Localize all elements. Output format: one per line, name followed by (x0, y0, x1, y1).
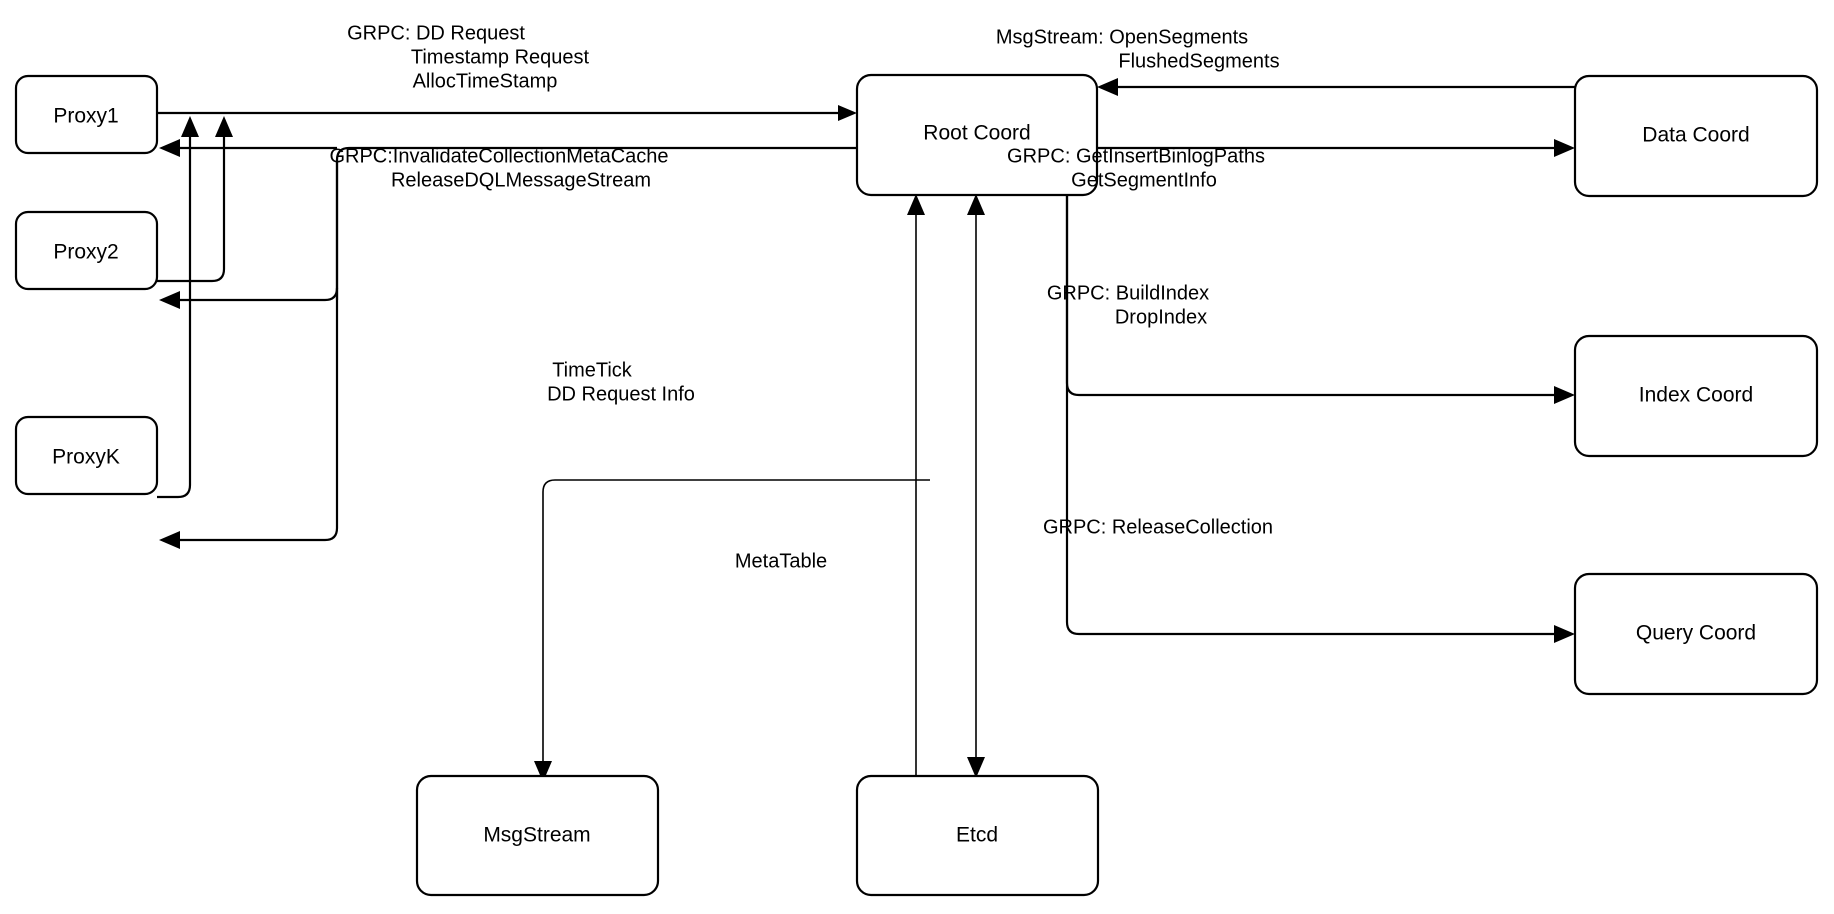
arrow-head-icon (1554, 139, 1575, 157)
arrow-head-icon (1554, 386, 1575, 404)
edge-label-rootcoord-to-indexcoord: GRPC: BuildIndex DropIndex (1047, 282, 1209, 328)
arrow-head-icon (1097, 78, 1118, 96)
node-label: Query Coord (1636, 622, 1756, 645)
arrow-head-icon (1554, 625, 1575, 643)
label-line-1: GRPC: DD Request (347, 22, 525, 44)
edge-rootcoord-to-etcd (967, 194, 985, 778)
edge-rootcoord-to-proxies (159, 139, 857, 549)
edge-line (1065, 170, 1564, 636)
arrow-head-icon-proxy1 (159, 139, 180, 157)
edge-branch-to-proxy2 (177, 160, 339, 302)
edge-label-proxy-to-rootcoord: GRPC: DD Request Timestamp Request Alloc… (347, 22, 589, 92)
label-line-1: MsgStream: OpenSegments (996, 26, 1248, 48)
edge-proxy2-to-rail (157, 116, 233, 283)
node-label: Root Coord (923, 122, 1030, 145)
node-box[interactable] (14, 415, 159, 496)
label-line-1: GRPC: ReleaseCollection (1043, 516, 1273, 538)
edge-proxyk-to-rail (157, 116, 199, 499)
edge-label-datacoord-to-rootcoord: MsgStream: OpenSegments FlushedSegments (996, 26, 1280, 72)
label-line-1: GRPC:InvalidateCollectionMetaCache (329, 145, 668, 167)
edge-label-rootcoord-to-datacoord: GRPC: GetInsertBinlogPaths GetSegmentInf… (1007, 145, 1265, 191)
node-box[interactable] (415, 774, 660, 897)
node-box[interactable] (14, 210, 159, 291)
arrow-head-icon-proxyk (159, 531, 180, 549)
node-rootcoord[interactable]: Root Coord (855, 73, 1099, 197)
node-label: Proxy2 (53, 241, 118, 264)
node-label: Proxy1 (53, 105, 118, 128)
node-proxy1[interactable]: Proxy1 (14, 74, 159, 155)
node-msgstream[interactable]: MsgStream (415, 774, 660, 897)
node-querycoord[interactable]: Query Coord (1573, 572, 1819, 696)
node-box[interactable] (14, 74, 159, 155)
label-line-1: MetaTable (735, 550, 827, 572)
edge-line (542, 479, 930, 765)
label-line-1: TimeTick (552, 359, 633, 381)
node-box[interactable] (1573, 572, 1819, 696)
edge-label-rootcoord-to-msgstream: TimeTick DD Request Info (547, 359, 695, 405)
node-label: Etcd (956, 824, 998, 847)
node-proxy2[interactable]: Proxy2 (14, 210, 159, 291)
arrow-head-icon (181, 116, 199, 137)
arrow-head-icon (967, 194, 985, 215)
edge-label-rootcoord-to-etcd: MetaTable (735, 550, 827, 572)
edge-rootcoord-to-datacoord (1097, 139, 1575, 157)
edge-rootcoord-to-querycoord (1065, 170, 1575, 643)
edge-rootcoord-to-msgstream (534, 479, 930, 782)
edge-datacoord-to-rootcoord (1097, 78, 1575, 96)
edge-label-rootcoord-to-querycoord: GRPC: ReleaseCollection (1043, 516, 1273, 538)
label-line-1: GRPC: BuildIndex (1047, 282, 1209, 304)
arrow-head-icon (534, 761, 552, 782)
node-proxyk[interactable]: ProxyK (14, 415, 159, 496)
edge-proxy-to-rootcoord (157, 105, 857, 121)
edge-rootcoord-to-indexcoord-arrow (1554, 386, 1575, 404)
node-datacoord[interactable]: Data Coord (1573, 74, 1819, 198)
arrow-head-icon (215, 116, 233, 137)
node-label: MsgStream (483, 824, 590, 847)
edge-label-rootcoord-to-proxies: GRPC:InvalidateCollectionMetaCache Relea… (329, 145, 668, 191)
node-box[interactable] (1573, 334, 1819, 458)
arrow-head-icon (838, 105, 857, 121)
node-label: Index Coord (1639, 384, 1753, 407)
edge-msgstream-trunk-to-rootcoord (967, 194, 985, 215)
edge-trunk-to-proxyk (177, 146, 857, 542)
label-line-2: GetSegmentInfo (1071, 169, 1217, 191)
node-box[interactable] (1573, 74, 1819, 198)
edge-etcd-to-rootcoord (907, 194, 925, 776)
node-box[interactable] (855, 774, 1100, 897)
label-line-3: AllocTimeStamp (413, 70, 558, 92)
node-indexcoord[interactable]: Index Coord (1573, 334, 1819, 458)
label-line-1: GRPC: GetInsertBinlogPaths (1007, 145, 1265, 167)
arrow-head-icon-up (907, 194, 925, 215)
label-line-2: Timestamp Request (411, 46, 590, 68)
arrow-head-icon-proxy2 (159, 291, 180, 309)
node-etcd[interactable]: Etcd (855, 774, 1100, 897)
arrow-head-icon-down (967, 757, 985, 778)
label-line-2: DropIndex (1115, 306, 1207, 328)
label-line-2: DD Request Info (547, 383, 695, 405)
label-line-2: ReleaseDQLMessageStream (391, 169, 651, 191)
edge-line (157, 134, 226, 283)
edge-line (157, 134, 192, 499)
node-label: Data Coord (1642, 124, 1749, 147)
node-box[interactable] (855, 73, 1099, 197)
node-label: ProxyK (52, 446, 120, 469)
label-line-2: FlushedSegments (1118, 50, 1279, 72)
